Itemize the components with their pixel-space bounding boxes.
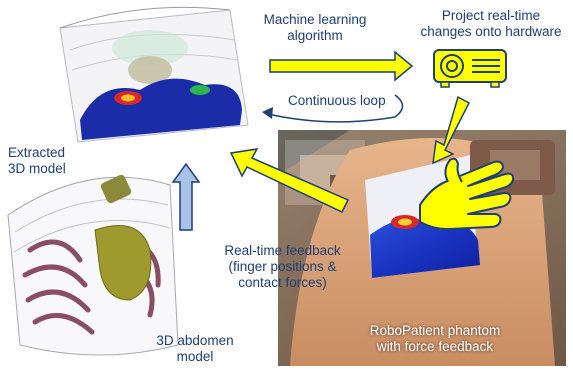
realtime-feedback-line1: Real-time feedback [205, 243, 360, 259]
robopatient-phantom-line1: RoboPatient phantom [345, 323, 525, 339]
extracted-model-label: Extracted 3D model [8, 145, 66, 177]
abdomen-model-line2: model [140, 349, 250, 365]
ml-algorithm-label: Machine learning algorithm [255, 12, 375, 44]
arrow-abdomen-to-model [173, 164, 199, 230]
continuous-loop-label: Continuous loop [288, 93, 386, 109]
robopatient-phantom-line2: with force feedback [345, 339, 525, 355]
robopatient-phantom-label: RoboPatient phantom with force feedback [345, 323, 525, 355]
realtime-feedback-line2: (finger positions & [205, 259, 360, 275]
realtime-feedback-line3: contact forces) [205, 275, 360, 291]
project-changes-label: Project real-time changes onto hardware [412, 8, 570, 40]
realtime-feedback-label: Real-time feedback (finger positions & c… [205, 243, 360, 291]
project-changes-line2: changes onto hardware [412, 24, 570, 40]
abdomen-3d-model [8, 174, 178, 355]
abdomen-model-label: 3D abdomen model [140, 333, 250, 365]
project-changes-line1: Project real-time [412, 8, 570, 24]
projector-icon [434, 50, 506, 87]
extracted-3d-model [60, 7, 248, 142]
extracted-model-line1: Extracted [8, 145, 66, 161]
ml-algorithm-line1: Machine learning [255, 12, 375, 28]
arrow-ml-to-project [270, 52, 412, 80]
extracted-model-line2: 3D model [8, 161, 66, 177]
ml-algorithm-line2: algorithm [255, 28, 375, 44]
abdomen-model-line1: 3D abdomen [140, 333, 250, 349]
